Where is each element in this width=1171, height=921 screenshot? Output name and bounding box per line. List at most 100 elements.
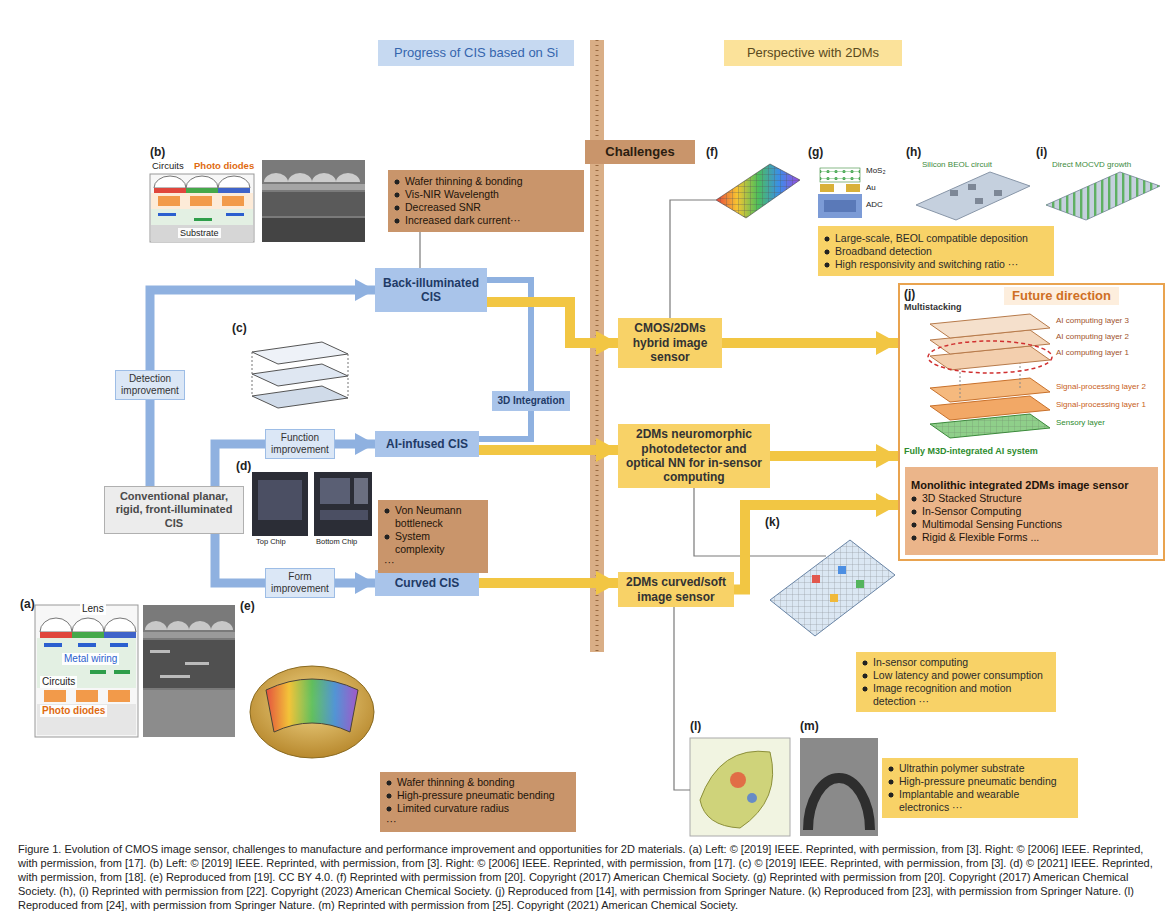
panel-letter: (g) xyxy=(808,146,823,160)
process-box: CMOS/2DMs hybrid image sensor xyxy=(618,318,722,368)
bsi-sem-image xyxy=(262,184,365,190)
beol-circuit xyxy=(916,172,1030,220)
stacked-chip-layers xyxy=(252,352,253,396)
fsi-sem-image xyxy=(160,675,190,678)
bsi-pixel-schematic xyxy=(186,188,218,193)
beol-circuit xyxy=(950,190,958,196)
node-text: Curved CIS xyxy=(395,576,460,590)
connector-line xyxy=(479,411,531,439)
part-label: Circuits xyxy=(152,161,184,172)
stacked-3d-system xyxy=(928,314,1052,438)
stacked-chip-layers xyxy=(252,386,348,408)
bsi-sem-image xyxy=(264,173,360,182)
beol-circuit xyxy=(994,190,1002,196)
stacked-chip-layers xyxy=(252,342,348,408)
bsi-pixel-schematic xyxy=(218,188,250,193)
ai-sensor-chip-photos xyxy=(320,510,368,520)
part-label: Top Chip xyxy=(256,538,286,547)
panel-letter: (a) xyxy=(20,598,35,612)
bsi-pixel-schematic xyxy=(190,196,212,206)
flow-arrow xyxy=(479,578,618,588)
section-header: Perspective with 2DMs xyxy=(724,40,902,66)
note-item: Monolithic integrated 2DMs image sensor xyxy=(911,479,1129,492)
in-sensor-computing-array xyxy=(770,540,895,636)
note-item: High-pressure pneumatic bending xyxy=(386,789,555,802)
node-text: Progress of CIS based on Si xyxy=(394,45,558,61)
section-header: Progress of CIS based on Si xyxy=(378,40,574,66)
part-label: Au xyxy=(866,183,876,192)
node-text: CMOS/2DMs hybrid image sensor xyxy=(623,321,717,364)
leader-line xyxy=(694,484,826,556)
soft-sensor-photo xyxy=(690,738,790,836)
part-label: Bottom Chip xyxy=(316,538,357,547)
curved-sensor-photo xyxy=(250,666,374,758)
mocvd-growth xyxy=(1046,172,1160,220)
note-item: 3D Stacked Structure xyxy=(911,492,1022,505)
process-box: Back-illuminated CIS xyxy=(375,268,487,312)
part-label: Silicon BEOL circuit xyxy=(922,160,992,169)
fsi-sem-image xyxy=(185,662,209,665)
beol-circuit xyxy=(968,184,976,190)
bsi-pixel-schematic xyxy=(151,193,253,209)
layer-label: AI computing layer 3 xyxy=(1056,316,1129,325)
challenge-note: Von Neumann bottleneckSystem complexity·… xyxy=(378,500,488,573)
note-item: ··· xyxy=(386,815,397,828)
process-box: 3D Integration xyxy=(492,391,570,411)
fsi-pixel-schematic xyxy=(72,632,104,638)
node-text: 2DMs neuromorphic photodetector and opti… xyxy=(623,427,765,485)
photodetector-array xyxy=(716,164,800,218)
fsi-pixel-schematic xyxy=(114,670,130,674)
part-label: Substrate xyxy=(178,228,221,238)
challenge-note: Wafer thinning & bondingHigh-pressure pn… xyxy=(380,772,576,832)
feature-note: Ultrathin polymer substrateHigh-pressure… xyxy=(882,758,1078,818)
part-label: Photo diodes xyxy=(194,161,254,172)
in-sensor-computing-array xyxy=(812,575,820,583)
stacked-chip-layers xyxy=(348,354,349,398)
curved-array-micrograph xyxy=(808,778,870,830)
part-label: Multistacking xyxy=(904,302,962,312)
part-label: Photo diodes xyxy=(40,705,107,717)
fsi-pixel-schematic xyxy=(108,690,130,702)
bsi-sem-image xyxy=(262,160,365,242)
bsi-pixel-schematic xyxy=(150,174,254,242)
fsi-pixel-schematic xyxy=(44,690,66,702)
challenge-note: Wafer thinning & bondingVis-NIR Waveleng… xyxy=(388,170,584,232)
soft-sensor-photo xyxy=(730,772,746,788)
note-item: Wafer thinning & bonding xyxy=(394,175,523,188)
feature-note: Large-scale, BEOL compatible depositionB… xyxy=(818,226,1054,276)
beol-circuit xyxy=(916,172,1030,220)
curved-sensor-photo xyxy=(250,666,374,758)
bsi-pixel-schematic xyxy=(158,196,180,206)
mos2-device xyxy=(818,194,862,218)
note-item: In-sensor computing xyxy=(862,656,968,669)
node-text: AI-infused CIS xyxy=(386,437,468,451)
leader-line xyxy=(670,200,826,790)
process-box: Conventional planar, rigid, front-illumi… xyxy=(104,486,244,534)
photodetector-array xyxy=(716,164,800,218)
layer-label: AI computing layer 1 xyxy=(1056,348,1129,357)
stacked-3d-system xyxy=(928,341,1052,373)
note-item: High-pressure pneumatic bending xyxy=(888,775,1057,788)
edge-label: Function improvement xyxy=(265,429,335,459)
stacked-3d-system xyxy=(930,378,1050,402)
flow-arrow xyxy=(770,451,898,461)
bsi-pixel-schematic xyxy=(150,174,254,242)
node-text: Back-illuminated CIS xyxy=(380,276,482,305)
layer-label: Signal-processing layer 2 xyxy=(1056,382,1146,391)
edge-label: Form improvement xyxy=(265,568,335,598)
fsi-sem-image xyxy=(143,605,235,737)
note-item: Increased dark current··· xyxy=(394,214,521,227)
bsi-pixel-schematic xyxy=(154,188,186,193)
bsi-pixel-schematic xyxy=(158,213,176,216)
challenges-header: Challenges xyxy=(585,140,695,164)
fsi-pixel-schematic xyxy=(40,632,72,638)
layer-label: Signal-processing layer 1 xyxy=(1056,400,1146,409)
bsi-sem-image xyxy=(262,218,365,242)
leader-line xyxy=(670,200,716,318)
photodetector-array xyxy=(716,164,800,218)
panel-letter: (e) xyxy=(240,600,255,614)
note-item: Low latency and power consumption xyxy=(862,669,1043,682)
ai-sensor-chip-photos xyxy=(320,478,350,504)
fsi-pixel-schematic xyxy=(78,643,96,647)
panel-letter: (b) xyxy=(150,146,165,160)
